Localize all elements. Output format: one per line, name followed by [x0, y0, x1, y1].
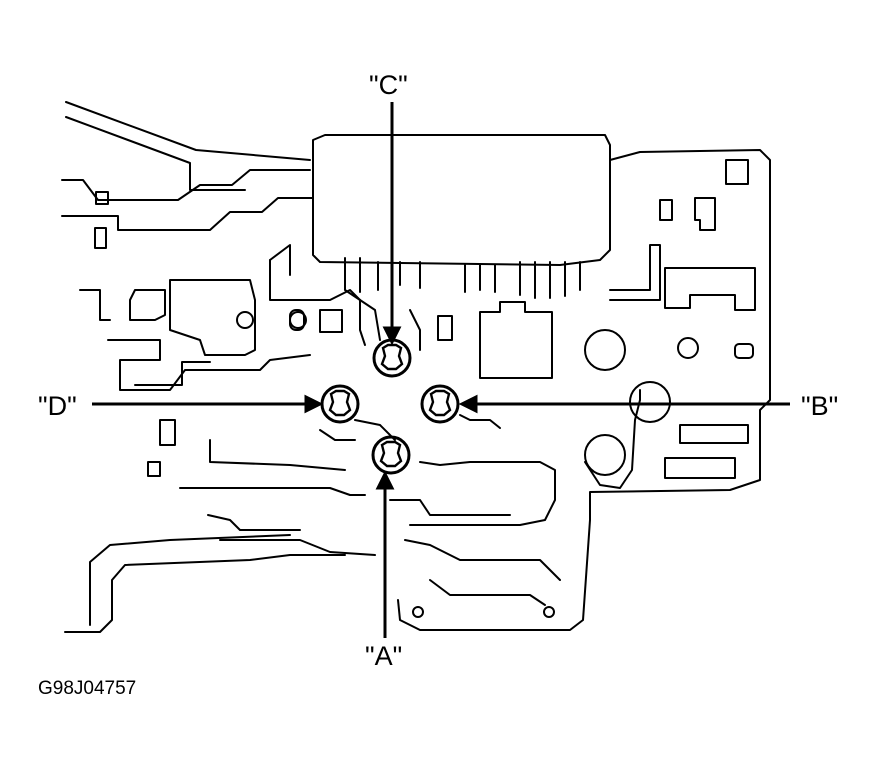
callout-label-a: "A" [365, 641, 403, 671]
callout-label-d: "D" [38, 391, 77, 421]
arrowhead-a [378, 474, 392, 488]
check-valve-b [422, 386, 458, 422]
check-valve-d [322, 386, 358, 422]
leader-arrows [92, 102, 790, 638]
check-valve-a [373, 437, 409, 473]
callout-label-c: "C" [369, 70, 408, 100]
arrowhead-d [306, 397, 320, 411]
arrowhead-c [385, 328, 399, 342]
check-valve-c [374, 340, 410, 376]
arrowhead-b [462, 397, 476, 411]
callout-label-b: "B" [801, 391, 839, 421]
figure-id: G98J04757 [38, 678, 137, 699]
valve-body-linework [62, 102, 770, 632]
